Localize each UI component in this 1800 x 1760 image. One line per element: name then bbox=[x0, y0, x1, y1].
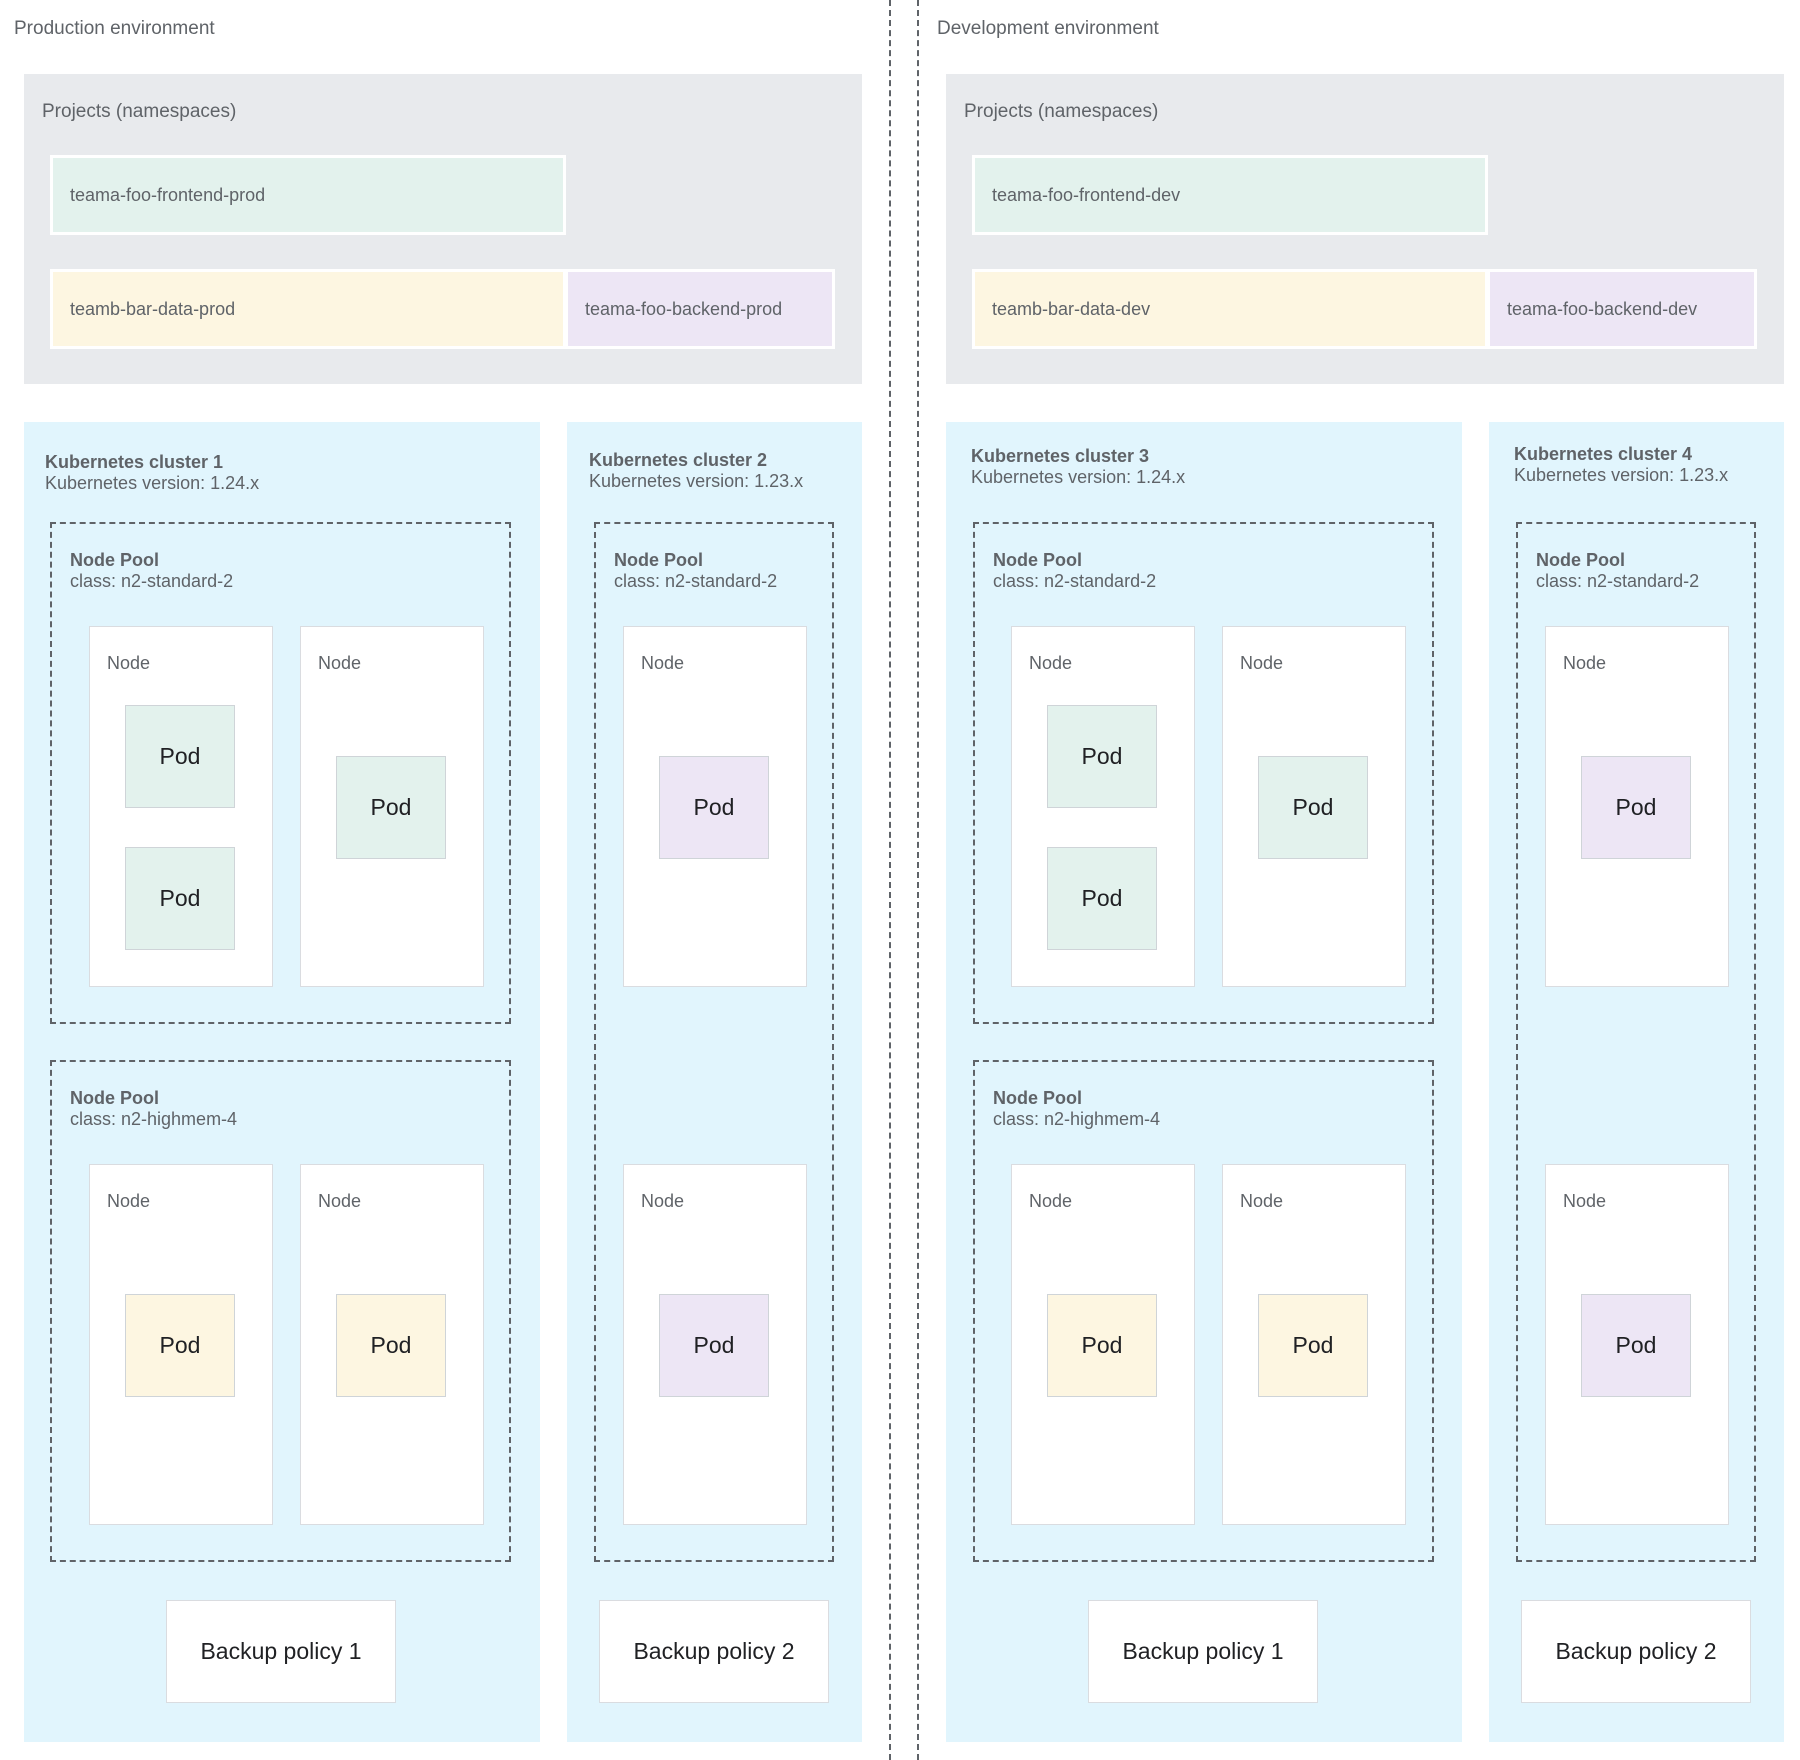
cluster-version: Kubernetes version: 1.24.x bbox=[45, 473, 260, 493]
node-label: Node bbox=[1029, 653, 1073, 673]
kubernetes-cluster-3: Kubernetes cluster 3 Kubernetes version:… bbox=[946, 422, 1462, 1742]
cluster-title: Kubernetes cluster 2 bbox=[589, 450, 768, 470]
pod[interactable]: Pod bbox=[336, 756, 446, 859]
node-pool-standard: Node Pool class: n2-standard-2 Node Pod … bbox=[594, 522, 834, 1562]
node-pool-standard: Node Pool class: n2-standard-2 Node Pod … bbox=[973, 522, 1434, 1024]
node[interactable]: Node Pod bbox=[1545, 626, 1729, 987]
node-pool-title: Node Pool bbox=[70, 550, 159, 570]
kubernetes-cluster-4: Kubernetes cluster 4 Kubernetes version:… bbox=[1489, 422, 1784, 1742]
namespace-data-dev[interactable]: teamb-bar-data-dev bbox=[972, 269, 1488, 349]
node-pool-highmem: Node Pool class: n2-highmem-4 Node Pod N… bbox=[50, 1060, 511, 1562]
environment-divider-left bbox=[889, 0, 891, 1760]
pod[interactable]: Pod bbox=[125, 705, 235, 808]
node[interactable]: Node Pod bbox=[89, 1164, 273, 1525]
node-label: Node bbox=[1240, 653, 1284, 673]
kubernetes-cluster-2: Kubernetes cluster 2 Kubernetes version:… bbox=[567, 422, 862, 1742]
node-pool-title: Node Pool bbox=[1536, 550, 1625, 570]
node-pool-class: class: n2-standard-2 bbox=[1536, 571, 1700, 591]
production-projects-panel: Projects (namespaces) teama-foo-frontend… bbox=[24, 74, 862, 384]
node-pool-class: class: n2-standard-2 bbox=[993, 571, 1157, 591]
pod[interactable]: Pod bbox=[1047, 847, 1157, 950]
node-label: Node bbox=[107, 1191, 151, 1211]
node-label: Node bbox=[641, 1191, 685, 1211]
environment-divider-right bbox=[917, 0, 919, 1760]
pod[interactable]: Pod bbox=[659, 756, 769, 859]
backup-policy[interactable]: Backup policy 1 bbox=[1088, 1600, 1318, 1703]
node-label: Node bbox=[318, 1191, 362, 1211]
backup-policy[interactable]: Backup policy 1 bbox=[166, 1600, 396, 1703]
backup-policy[interactable]: Backup policy 2 bbox=[1521, 1600, 1751, 1703]
pod[interactable]: Pod bbox=[336, 1294, 446, 1397]
node[interactable]: Node Pod bbox=[300, 1164, 484, 1525]
pod[interactable]: Pod bbox=[1258, 756, 1368, 859]
node-pool-class: class: n2-standard-2 bbox=[70, 571, 234, 591]
development-environment-label: Development environment bbox=[937, 18, 1159, 39]
backup-policy[interactable]: Backup policy 2 bbox=[599, 1600, 829, 1703]
node-label: Node bbox=[1563, 653, 1607, 673]
node-pool-class: class: n2-standard-2 bbox=[614, 571, 778, 591]
cluster-title: Kubernetes cluster 1 bbox=[45, 452, 224, 472]
node[interactable]: Node Pod Pod bbox=[1011, 626, 1195, 987]
pod[interactable]: Pod bbox=[1581, 756, 1691, 859]
pod[interactable]: Pod bbox=[125, 1294, 235, 1397]
node-label: Node bbox=[1029, 1191, 1073, 1211]
projects-label: Projects (namespaces) bbox=[964, 101, 1159, 122]
pod[interactable]: Pod bbox=[1258, 1294, 1368, 1397]
node[interactable]: Node Pod bbox=[1011, 1164, 1195, 1525]
development-projects-panel: Projects (namespaces) teama-foo-frontend… bbox=[946, 74, 1784, 384]
node[interactable]: Node Pod bbox=[1545, 1164, 1729, 1525]
node[interactable]: Node Pod bbox=[1222, 1164, 1406, 1525]
node-pool-highmem: Node Pool class: n2-highmem-4 Node Pod N… bbox=[973, 1060, 1434, 1562]
cluster-title: Kubernetes cluster 3 bbox=[971, 446, 1150, 466]
node-pool-title: Node Pool bbox=[614, 550, 703, 570]
node-label: Node bbox=[318, 653, 362, 673]
pod[interactable]: Pod bbox=[659, 1294, 769, 1397]
cluster-version: Kubernetes version: 1.23.x bbox=[589, 471, 804, 491]
node[interactable]: Node Pod bbox=[623, 1164, 807, 1525]
kubernetes-cluster-1: Kubernetes cluster 1 Kubernetes version:… bbox=[24, 422, 540, 1742]
namespace-data-prod[interactable]: teamb-bar-data-prod bbox=[50, 269, 566, 349]
cluster-version: Kubernetes version: 1.23.x bbox=[1514, 465, 1729, 485]
node[interactable]: Node Pod Pod bbox=[89, 626, 273, 987]
node-pool-class: class: n2-highmem-4 bbox=[993, 1109, 1161, 1129]
pod[interactable]: Pod bbox=[1047, 1294, 1157, 1397]
node-pool-standard: Node Pool class: n2-standard-2 Node Pod … bbox=[1516, 522, 1756, 1562]
pod[interactable]: Pod bbox=[125, 847, 235, 950]
node-label: Node bbox=[107, 653, 151, 673]
node[interactable]: Node Pod bbox=[623, 626, 807, 987]
node-pool-title: Node Pool bbox=[993, 1088, 1082, 1108]
cluster-version: Kubernetes version: 1.24.x bbox=[971, 467, 1186, 487]
node-pool-standard: Node Pool class: n2-standard-2 Node Pod … bbox=[50, 522, 511, 1024]
node-pool-title: Node Pool bbox=[70, 1088, 159, 1108]
node-pool-class: class: n2-highmem-4 bbox=[70, 1109, 238, 1129]
namespace-frontend-dev[interactable]: teama-foo-frontend-dev bbox=[972, 155, 1488, 235]
namespace-backend-prod[interactable]: teama-foo-backend-prod bbox=[565, 269, 835, 349]
cluster-title: Kubernetes cluster 4 bbox=[1514, 444, 1693, 464]
pod[interactable]: Pod bbox=[1047, 705, 1157, 808]
node[interactable]: Node Pod bbox=[300, 626, 484, 987]
node-label: Node bbox=[641, 653, 685, 673]
production-environment-label: Production environment bbox=[14, 18, 215, 39]
node[interactable]: Node Pod bbox=[1222, 626, 1406, 987]
pod[interactable]: Pod bbox=[1581, 1294, 1691, 1397]
namespace-frontend-prod[interactable]: teama-foo-frontend-prod bbox=[50, 155, 566, 235]
namespace-backend-dev[interactable]: teama-foo-backend-dev bbox=[1487, 269, 1757, 349]
node-label: Node bbox=[1240, 1191, 1284, 1211]
projects-label: Projects (namespaces) bbox=[42, 101, 237, 122]
node-label: Node bbox=[1563, 1191, 1607, 1211]
node-pool-title: Node Pool bbox=[993, 550, 1082, 570]
